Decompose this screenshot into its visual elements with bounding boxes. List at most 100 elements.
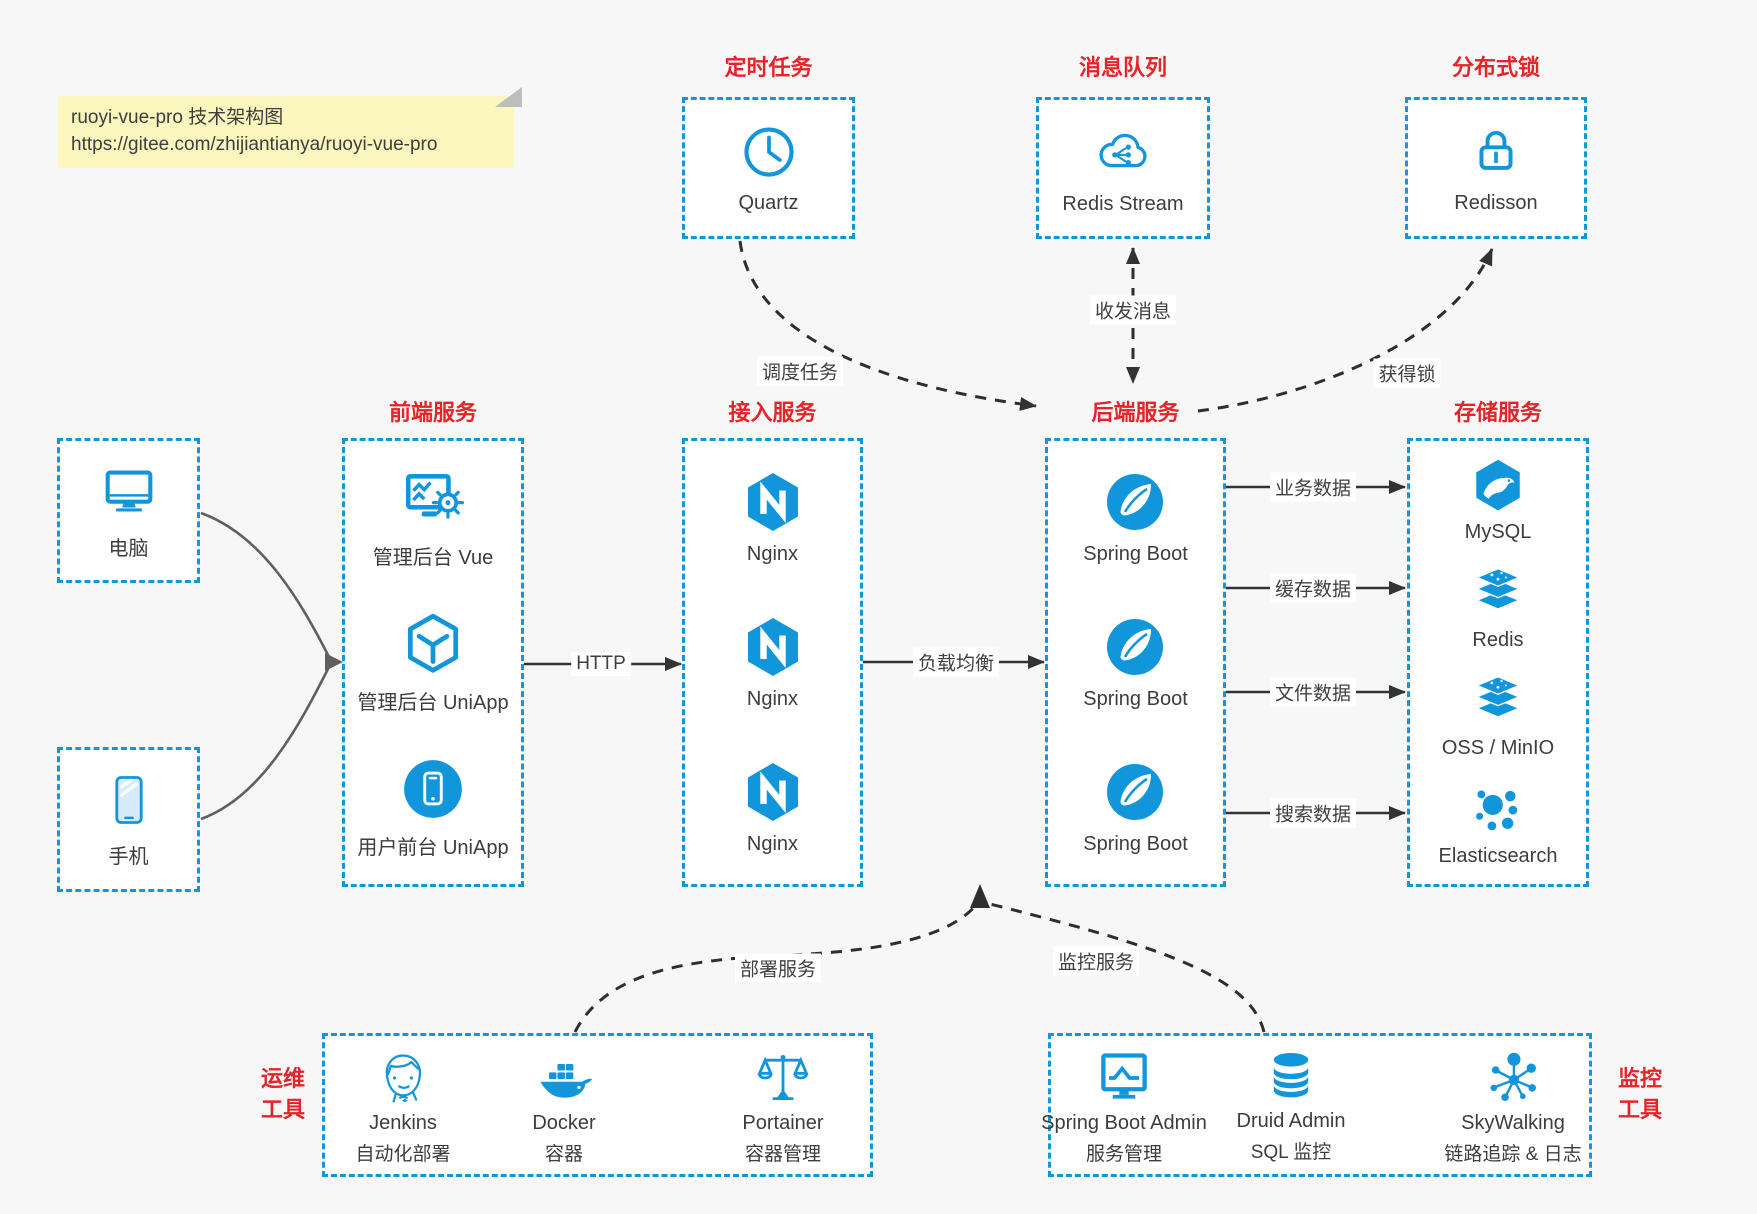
edge-label-deploy-service: 部署服务: [734, 953, 822, 983]
node-name: Jenkins: [369, 1112, 437, 1134]
node-label: Redis: [1472, 628, 1524, 651]
node-label: Redisson: [1454, 191, 1538, 214]
sticky-note: ruoyi-vue-pro 技术架构图 https://gitee.com/zh…: [58, 87, 522, 168]
node-label: 管理后台 UniApp: [357, 691, 509, 714]
note-fold-corner: [495, 87, 522, 107]
edge-label-business-data: 业务数据: [1269, 472, 1357, 502]
topology-icon: [1483, 1048, 1543, 1108]
layers-icon: [1470, 675, 1526, 731]
node-nginx-3: Nginx: [741, 760, 805, 856]
ops-tools-box: Jenkins 自动化部署 Docker 容器 Portainer 容器管理: [322, 1033, 873, 1177]
group-title-scheduled-task: 定时任务: [724, 55, 813, 80]
node-label: 管理后台 Vue: [372, 546, 494, 569]
column-title-backend: 后端服务: [1091, 400, 1180, 425]
monitor-chart-icon: [1094, 1048, 1154, 1108]
desktop-icon: [98, 460, 160, 522]
cloud-stream-icon: [1092, 121, 1154, 183]
spring-boot-icon: [1103, 760, 1167, 824]
node-springboot-1: Spring Boot: [1083, 470, 1188, 566]
node-desc: 服务管理: [1085, 1144, 1162, 1165]
layers-icon: [1470, 567, 1526, 623]
spring-boot-icon: [1103, 615, 1167, 679]
node-skywalking: SkyWalking 链路追踪 & 日志: [1403, 1048, 1623, 1166]
admin-vue-icon: [400, 466, 466, 532]
node-desc: 容器: [544, 1144, 583, 1165]
node-label: Elasticsearch: [1438, 845, 1558, 868]
monitor-tools-box: Spring Boot Admin 服务管理 Druid Admin SQL 监…: [1041, 1033, 1592, 1177]
node-label: 用户前台 UniApp: [357, 836, 509, 859]
nginx-icon: [741, 615, 805, 679]
note-url: https://gitee.com/zhijiantianya/ruoyi-vu…: [71, 134, 438, 155]
node-label: Nginx: [746, 542, 799, 565]
node-user-uniapp: 用户前台 UniApp: [357, 756, 509, 860]
node-redis: Redis: [1470, 567, 1526, 652]
node-label: Nginx: [746, 832, 799, 855]
node-name: Druid Admin: [1236, 1110, 1346, 1132]
deploy-arrowhead: [970, 884, 990, 908]
edge-label-acquire-lock: 获得锁: [1373, 358, 1441, 388]
jenkins-icon: [373, 1048, 433, 1108]
mysql-icon: [1469, 457, 1527, 515]
node-label: OSS / MinIO: [1441, 737, 1555, 760]
redis-stream-box: Redis Stream: [1036, 97, 1210, 239]
mobile-client-box: 手机: [57, 747, 200, 892]
access-column-box: Nginx Nginx Nginx: [682, 438, 863, 887]
edge-label-load-balance: 负载均衡: [912, 647, 1000, 677]
column-title-storage: 存储服务: [1453, 400, 1542, 425]
spring-boot-icon: [1103, 470, 1167, 534]
node-mysql: MySQL: [1465, 457, 1531, 544]
node-label: Quartz: [738, 191, 799, 214]
edge-label-cache-data: 缓存数据: [1269, 573, 1357, 603]
column-title-frontend: 前端服务: [388, 400, 477, 425]
node-label: Spring Boot: [1083, 832, 1188, 855]
client-curves: [200, 511, 343, 821]
node-portainer: Portainer 容器管理: [673, 1048, 893, 1166]
node-admin-uniapp: 管理后台 UniApp: [357, 611, 509, 715]
note-title: ruoyi-vue-pro 技术架构图: [71, 107, 284, 128]
node-oss-minio: OSS / MinIO: [1442, 675, 1554, 760]
node-label: Spring Boot: [1083, 542, 1188, 565]
node-desc: 链路追踪 & 日志: [1444, 1144, 1582, 1165]
storage-column-box: MySQL Redis OSS / MinIO Elasticsearch: [1407, 438, 1589, 887]
column-title-access: 接入服务: [728, 400, 817, 425]
node-nginx-2: Nginx: [741, 615, 805, 711]
node-desc: SQL 监控: [1250, 1142, 1332, 1163]
edge-label-send-receive-message: 收发消息: [1089, 295, 1177, 325]
node-admin-vue: 管理后台 Vue: [373, 466, 493, 570]
scales-icon: [753, 1048, 813, 1108]
monitor-tools-side-label: 监控 工具: [1617, 1066, 1662, 1122]
edge-label-monitor-service: 监控服务: [1052, 946, 1140, 976]
elasticsearch-icon: [1470, 783, 1526, 839]
node-label: Spring Boot: [1083, 687, 1188, 710]
backend-column-box: Spring Boot Spring Boot Spring Boot: [1045, 438, 1226, 887]
node-label: 手机: [108, 846, 149, 868]
edge-label-file-data: 文件数据: [1269, 677, 1357, 707]
edge-label-http: HTTP: [571, 652, 631, 676]
frontend-column-box: 管理后台 Vue 管理后台 UniApp 用户前台 UniApp: [342, 438, 524, 887]
nginx-icon: [741, 760, 805, 824]
node-label: Redis Stream: [1062, 192, 1184, 215]
ops-tools-side-label: 运维 工具: [260, 1066, 305, 1122]
redisson-box: Redisson: [1405, 97, 1587, 239]
lock-icon: [1466, 122, 1526, 182]
node-name: SkyWalking: [1461, 1112, 1565, 1134]
smartphone-icon: [99, 770, 159, 830]
node-label: Nginx: [746, 687, 799, 710]
nginx-icon: [741, 470, 805, 534]
group-title-distributed-lock: 分布式锁: [1451, 55, 1540, 80]
node-desc: 容器管理: [744, 1144, 821, 1165]
database-icon: [1262, 1048, 1320, 1106]
node-springboot-2: Spring Boot: [1083, 615, 1188, 711]
node-name: Docker: [532, 1112, 596, 1134]
node-name: Spring Boot Admin: [1041, 1112, 1207, 1134]
node-elasticsearch: Elasticsearch: [1438, 783, 1558, 868]
node-desc: 自动化部署: [355, 1144, 451, 1165]
docker-icon: [534, 1048, 594, 1108]
node-label: 电脑: [108, 538, 149, 560]
edge-label-search-data: 搜索数据: [1269, 798, 1357, 828]
node-springboot-3: Spring Boot: [1083, 760, 1188, 856]
node-jenkins: Jenkins 自动化部署: [293, 1048, 513, 1166]
node-name: Portainer: [742, 1112, 824, 1134]
clock-icon: [739, 122, 799, 182]
